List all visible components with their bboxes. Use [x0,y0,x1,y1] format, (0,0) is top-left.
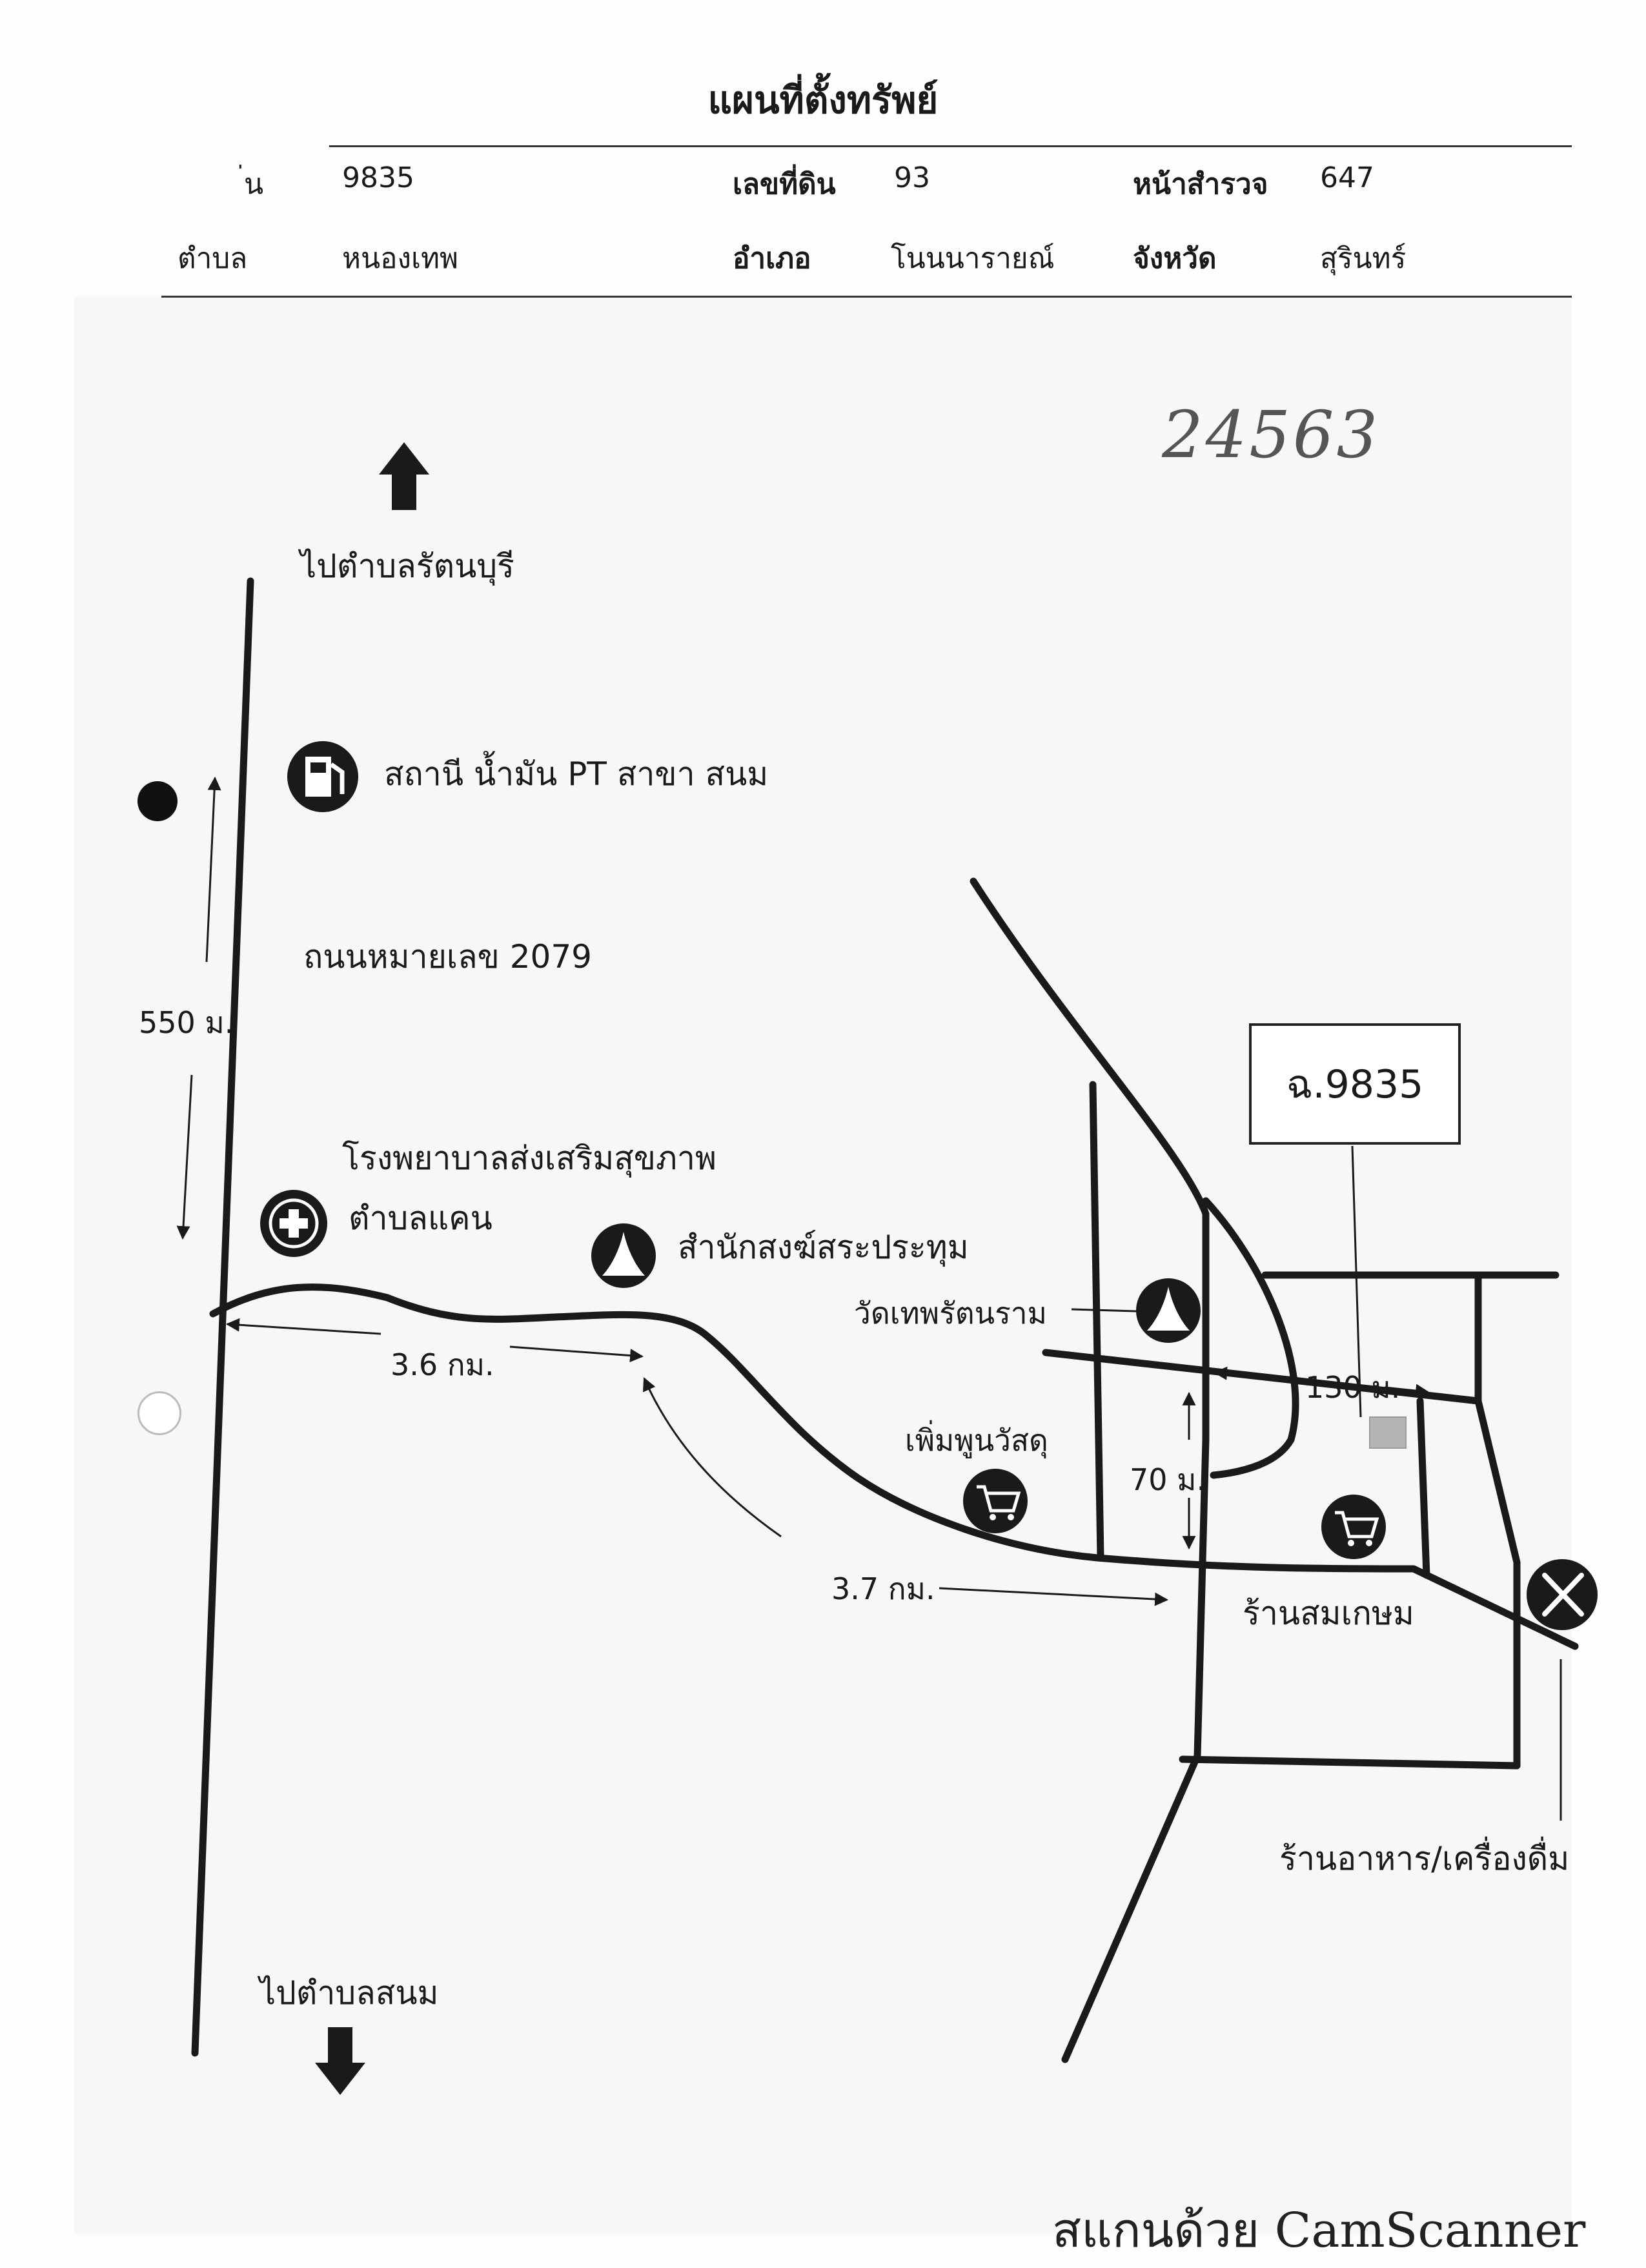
diagonal-road [970,877,1210,2063]
monastery-label: สำนักสงฆ์สระประทุม [678,1229,969,1266]
gas-station-label: สถานี น้ำมัน PT สาขา สนม [384,755,769,793]
parcel-marker [1369,1416,1407,1449]
camscanner-watermark: สแกนด้วย CamScanner [1052,2203,1586,2258]
highway-2079 [191,577,254,2057]
arrow-up-icon [379,442,429,510]
shop-label: ร้านสมเกษม [1243,1595,1414,1632]
left-lane [1089,1081,1104,1561]
binder-hole-filled [137,781,178,821]
to-south-label: ไปตำบลสนม [259,1974,439,2012]
arrow-down-icon [315,2027,365,2095]
temple-icon [591,1223,656,1288]
temple-label: วัดเทพรัตนราม [854,1296,1047,1331]
subdistrict-label: ตำบล [178,242,248,275]
right-vertical-road [1179,1271,1521,1770]
cross-road [1042,1349,1482,1405]
hospital-label-line1: โรงพยาบาลส่งเสริมสุขภาพ [342,1139,716,1177]
binder-hole-empty [137,1391,181,1435]
arrow-37-up [643,1377,782,1538]
land-number: 93 [894,161,930,194]
main-winding-road [209,1283,1579,1650]
arrow-36-right [509,1345,644,1363]
arrow-37-right [939,1587,1169,1606]
province-value: สุรินทร์ [1320,242,1407,275]
to-north-label: ไปตำบลรัตนบุรี [300,547,514,585]
distance-550-label: 550 ม. [139,1005,234,1040]
curved-spur [1202,1197,1299,1479]
header-rule-top [329,145,1572,147]
handwritten-number: 24563 [1162,397,1381,473]
hardware-store-label: เพิ่มพูนวัสดุ [905,1423,1048,1458]
fuel-pump-icon [287,741,358,812]
arrow-130-left [1213,1366,1298,1380]
road-name-label: ถนนหมายเลข 2079 [303,938,592,976]
temple-icon [1136,1278,1201,1343]
land-number-label: เลขที่ดิน [733,168,836,201]
parcel-label-box: ฉ.9835 [1249,1023,1461,1145]
hospital-label-line2: ตำบลแคน [349,1200,493,1237]
arrow-130-right [1384,1384,1430,1398]
distance-36-label: 3.6 กม. [391,1347,494,1382]
distance-130-label: 130 ม. [1305,1370,1401,1405]
survey-page-label: หน้าสำรวจ [1133,168,1268,201]
province-label: จังหวัด [1133,242,1217,275]
arrow-550-up [205,776,221,963]
hospital-cross-icon [260,1190,327,1257]
scan-shade [74,297,1572,2234]
subdistrict-value: หนองเทพ [342,242,459,275]
arrow-550-down [176,1074,193,1240]
temple-pointer [1071,1308,1137,1313]
parcel-pointer [1351,1145,1362,1418]
arrow-36-left [225,1318,381,1335]
inner-lane [1416,1397,1430,1579]
header-rule-bottom [161,296,1572,298]
district-label: อำเภอ [733,242,811,275]
deed-label: ่น [244,168,264,201]
parcel-label: ฉ.9835 [1286,1061,1424,1107]
page-title: แผนที่ตั้งทรัพย์ [707,78,939,122]
distance-37-label: 3.7 กม. [831,1571,935,1606]
cart-icon [963,1469,1028,1533]
distance-70-label: 70 ม. [1130,1462,1206,1497]
cart-icon [1321,1495,1386,1559]
deed-number: 9835 [342,161,414,194]
district-value: โนนนารายณ์ [891,242,1055,275]
fork-knife-icon [1527,1559,1598,1630]
survey-page: 647 [1320,161,1374,194]
restaurant-label: ร้านอาหาร/เครื่องดื่ม [1279,1840,1570,1877]
